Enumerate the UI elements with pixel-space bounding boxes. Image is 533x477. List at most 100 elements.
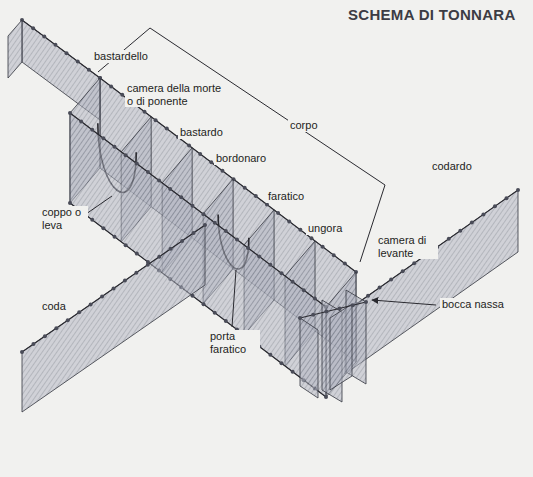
float-dot	[143, 110, 147, 114]
float-dot	[351, 303, 355, 307]
float-dot	[66, 318, 70, 322]
float-dot	[209, 160, 213, 164]
float-dot	[324, 310, 328, 314]
float-dot	[276, 211, 280, 215]
float-rope	[345, 190, 518, 312]
float-dot	[378, 286, 382, 290]
float-dot	[470, 221, 474, 225]
float-dot	[187, 143, 191, 147]
float-dot	[268, 263, 272, 267]
float-dot	[146, 170, 150, 174]
float-dot	[321, 245, 325, 249]
float-dot	[458, 229, 462, 233]
part-label: camera della morte o di ponente	[125, 82, 229, 107]
float-dot	[190, 204, 194, 208]
float-dot	[220, 169, 224, 173]
float-dot	[343, 262, 347, 266]
float-dot	[165, 127, 169, 131]
float-dot	[324, 395, 328, 399]
float-dot	[42, 35, 46, 39]
float-dot	[412, 261, 416, 265]
nassa-panel	[330, 304, 352, 390]
float-dot	[268, 353, 272, 357]
float-dot	[243, 186, 247, 190]
float-dot	[109, 84, 113, 88]
part-label: bocca nassa	[440, 298, 506, 311]
float-dot	[235, 238, 239, 242]
float-dot	[124, 243, 128, 247]
diagram-title: SCHEMA DI TONNARA	[348, 6, 516, 23]
float-dot	[279, 271, 283, 275]
part-label: faratico	[266, 190, 306, 203]
float-dot	[124, 153, 128, 157]
float-dot	[313, 297, 317, 301]
nassa-panel	[300, 318, 318, 398]
float-dot	[447, 237, 451, 241]
float-rope	[22, 20, 100, 78]
part-label: bastardo	[178, 126, 225, 139]
float-dot	[224, 229, 228, 233]
float-dot	[65, 51, 69, 55]
float-dot	[291, 280, 295, 284]
float-dot	[213, 221, 217, 225]
part-label: camera di levante	[376, 234, 438, 259]
float-rope	[22, 225, 205, 352]
float-dot	[89, 302, 93, 306]
float-dot	[298, 228, 302, 232]
end-net	[8, 20, 22, 78]
part-label: codardo	[430, 160, 474, 173]
float-dot	[120, 93, 124, 97]
float-dot	[87, 68, 91, 72]
float-dot	[202, 302, 206, 306]
float-dot	[338, 306, 342, 310]
leader-line	[86, 196, 112, 214]
float-dot	[302, 288, 306, 292]
part-label: coda	[40, 300, 68, 313]
float-dot	[168, 187, 172, 191]
float-dot	[180, 239, 184, 243]
coda-net	[22, 225, 205, 412]
codardo-net	[345, 190, 518, 374]
float-dot	[504, 196, 508, 200]
float-dot	[366, 294, 370, 298]
float-dot	[516, 188, 520, 192]
float-dot	[68, 111, 72, 115]
float-dot	[157, 178, 161, 182]
float-dot	[246, 246, 250, 250]
float-dot	[198, 152, 202, 156]
float-dot	[169, 247, 173, 251]
float-dot	[298, 316, 302, 320]
float-dot	[254, 194, 258, 198]
float-dot	[401, 269, 405, 273]
float-dot	[123, 279, 127, 283]
float-dot	[364, 300, 368, 304]
float-dot	[53, 43, 57, 47]
float-dot	[31, 342, 35, 346]
float-dot	[112, 287, 116, 291]
chamber-divider	[326, 272, 356, 397]
float-dot	[192, 231, 196, 235]
part-label: corpo	[288, 119, 320, 132]
leader-line	[232, 270, 236, 327]
part-label: bastardello	[92, 50, 150, 63]
part-label: bordonaro	[214, 152, 268, 165]
float-dot	[202, 212, 206, 216]
float-dot	[101, 226, 105, 230]
float-dot	[77, 310, 81, 314]
float-dot	[31, 26, 35, 30]
float-dot	[135, 162, 139, 166]
float-dot	[90, 128, 94, 132]
float-dot	[224, 319, 228, 323]
float-dot	[179, 195, 183, 199]
float-dot	[157, 255, 161, 259]
float-dot	[134, 271, 138, 275]
float-dot	[146, 263, 150, 267]
float-dot	[79, 119, 83, 123]
float-dot	[332, 253, 336, 257]
float-dot	[154, 118, 158, 122]
leader-arrow	[372, 300, 436, 305]
net-walls	[8, 18, 520, 412]
float-dot	[101, 136, 105, 140]
